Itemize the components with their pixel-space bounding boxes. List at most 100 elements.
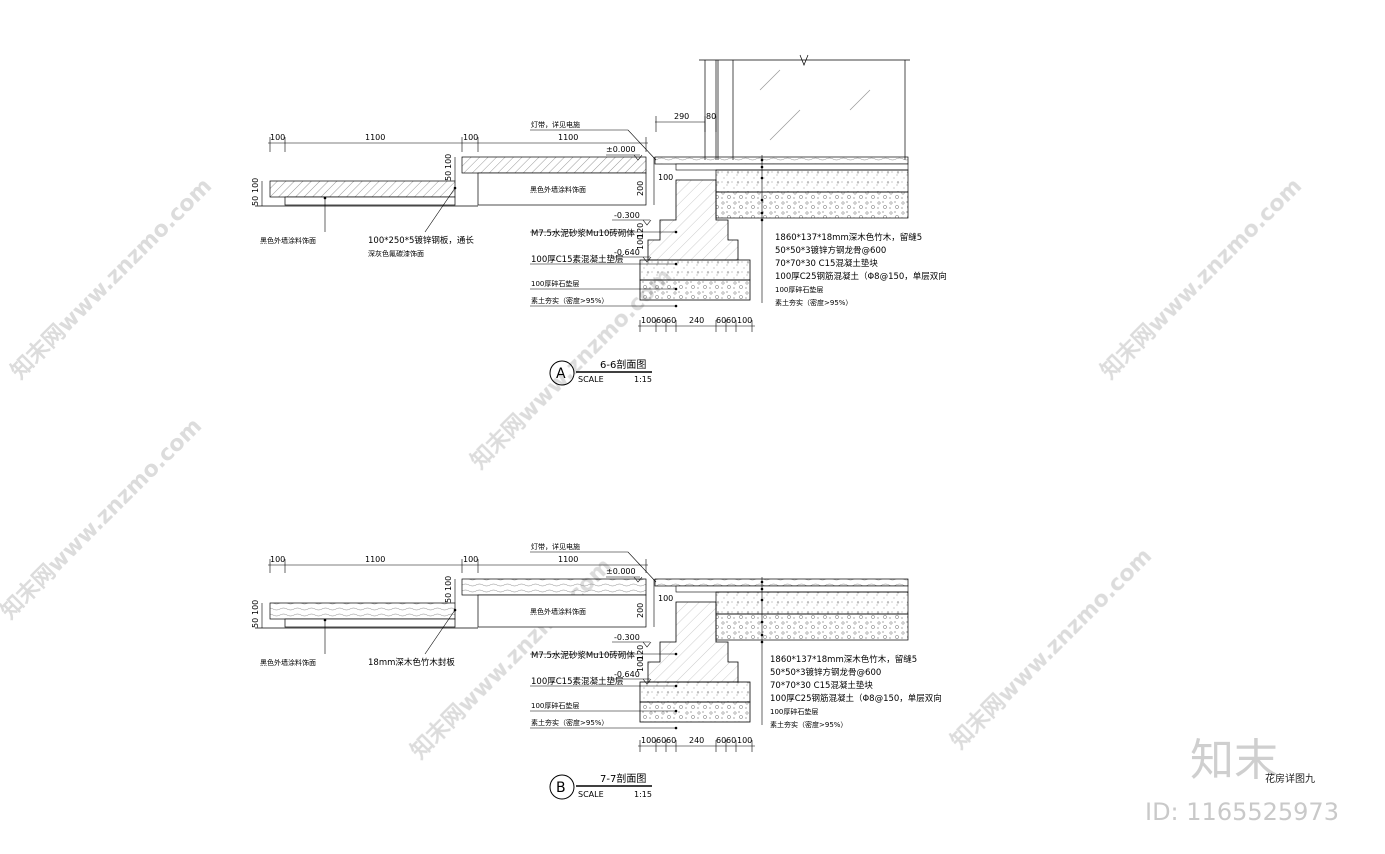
side-dim-3: 50	[444, 593, 453, 603]
dim-bottom-5: 60	[716, 736, 726, 745]
label-c15: 100厚C15素混凝土垫层	[531, 254, 623, 265]
right-label-1: 1860*137*18mm深木色竹木，留缝5	[770, 654, 917, 665]
label-paint-top: 黑色外墙涂料饰面	[530, 185, 586, 194]
side-dim-4: 100	[444, 154, 453, 169]
watermark-text: 知末网www.znzmo.com	[1096, 173, 1307, 384]
bench-low-left	[269, 180, 456, 198]
right-label-6: 素土夯实（密度>95%）	[775, 298, 852, 307]
label-left-3: 深灰色氟碳漆饰面	[368, 249, 424, 258]
side-dim-8: 100	[636, 235, 645, 250]
label-gravel: 100厚碎石垫层	[531, 701, 579, 710]
section-title: 6-6剖面图	[600, 358, 646, 371]
label-c15: 100厚C15素混凝土垫层	[531, 676, 623, 687]
right-label-5: 100厚碎石垫层	[775, 285, 823, 294]
side-dim-4: 100	[444, 576, 453, 591]
dim-bottom-1: 100	[641, 316, 656, 325]
label-light: 灯带，详见电施	[531, 120, 580, 129]
dim-top-2: 1100	[365, 555, 385, 564]
label-m75: M7.5水泥砂浆Mu10砖砌体	[531, 650, 635, 661]
section-a: 100 1100 100 1100 290 80	[251, 54, 947, 386]
watermark-text: 知末网www.znzmo.com	[0, 413, 207, 624]
dim-bottom-7: 100	[737, 736, 752, 745]
c15-pad	[639, 681, 751, 703]
dim-top-6: 80	[706, 112, 716, 121]
scale-label: SCALE	[578, 375, 604, 384]
side-dim-1: 50	[251, 618, 260, 628]
deck-gravel	[715, 191, 909, 219]
elevation-2: -0.640	[614, 670, 640, 679]
dimension-line-top	[268, 116, 717, 152]
watermark-text: 知末网www.znzmo.com	[6, 173, 217, 384]
label-paint-top: 黑色外墙涂料饰面	[530, 607, 586, 616]
side-dim-7: 120	[636, 223, 645, 238]
right-label-2: 50*50*3镀锌方钢龙骨@600	[775, 245, 886, 256]
bench-top	[461, 156, 647, 174]
right-label-2: 50*50*3镀锌方钢龙骨@600	[770, 667, 881, 678]
section-b: 100 1100 100 1100 50 100 50 100 100 200 …	[251, 542, 942, 800]
right-label-3: 70*70*30 C15混凝土垫块	[770, 680, 873, 691]
side-dim-6: 200	[636, 603, 645, 618]
steel-plate-left	[284, 196, 456, 206]
rc-slab	[715, 591, 909, 615]
dim-top-1: 100	[270, 133, 285, 142]
section-marker-circle	[549, 360, 575, 386]
label-left-1: 黑色外墙涂料饰面	[260, 236, 316, 245]
label-soil: 素土夯实（密度>95%）	[531, 718, 608, 727]
leader-ends	[323, 186, 678, 308]
dim-bottom-3: 60	[666, 316, 676, 325]
elevation-1: -0.300	[614, 633, 640, 642]
dim-top-4: 1100	[558, 133, 578, 142]
right-label-4: 100厚C25钢筋混凝土（Φ8@150，单层双向	[770, 693, 942, 704]
side-dim-8: 100	[636, 657, 645, 672]
right-label-4: 100厚C25钢筋混凝土（Φ8@150，单层双向	[775, 271, 947, 282]
side-dim-lines	[261, 579, 655, 628]
scale-value: 1:15	[634, 790, 652, 799]
right-label-1: 1860*137*18mm深木色竹木，留缝5	[775, 232, 922, 243]
dim-top-3: 100	[463, 133, 478, 142]
wood-panel-left	[284, 618, 456, 628]
dim-bottom-1: 100	[641, 736, 656, 745]
leader-lines-left	[324, 551, 676, 729]
section-marker-circle	[549, 774, 575, 800]
dimension-line-top	[268, 559, 648, 573]
section-marker-letter: B	[556, 780, 566, 796]
image-id-label: ID: 1165525973	[1145, 798, 1339, 826]
bench-top	[461, 578, 647, 596]
dim-bottom-5: 60	[716, 316, 726, 325]
scale-label: SCALE	[578, 790, 604, 799]
bench-low-left	[269, 602, 456, 620]
dimension-line-bottom	[638, 320, 755, 332]
side-dim-lines	[261, 157, 655, 206]
label-gravel: 100厚碎石垫层	[531, 279, 579, 288]
elevation-2: -0.640	[614, 248, 640, 257]
right-label-6: 素土夯实（密度>95%）	[770, 720, 847, 729]
leader-dots	[760, 580, 764, 644]
elevation-0: ±0.000	[606, 567, 636, 576]
steel-keel	[675, 585, 909, 593]
elevation-0: ±0.000	[606, 145, 636, 154]
sheet-title: 花房详图九	[1265, 772, 1315, 785]
dim-bottom-6: 60	[726, 736, 736, 745]
label-m75: M7.5水泥砂浆Mu10砖砌体	[531, 228, 635, 239]
dim-bottom-4: 240	[689, 736, 704, 745]
right-label-5: 100厚碎石垫层	[770, 707, 818, 716]
dimension-line-bottom	[638, 740, 755, 752]
side-dim-2: 100	[251, 600, 260, 615]
gravel-pad	[639, 701, 751, 723]
c15-pad	[639, 259, 751, 281]
dim-top-1: 100	[270, 555, 285, 564]
label-light: 灯带，详见电施	[531, 542, 580, 551]
rc-slab	[715, 169, 909, 193]
side-dim-5: 100	[658, 594, 673, 603]
dim-bottom-2: 60	[656, 736, 666, 745]
side-dim-1: 50	[251, 196, 260, 206]
dim-top-4: 1100	[558, 555, 578, 564]
label-soil: 素土夯实（密度>95%）	[531, 296, 608, 305]
label-left-2: 18mm深木色竹木封板	[368, 657, 455, 668]
section-marker-letter: A	[556, 366, 566, 382]
label-left-2: 100*250*5镀锌钢板，通长	[368, 235, 474, 246]
leader-dots	[760, 158, 764, 222]
right-label-3: 70*70*30 C15混凝土垫块	[775, 258, 878, 269]
